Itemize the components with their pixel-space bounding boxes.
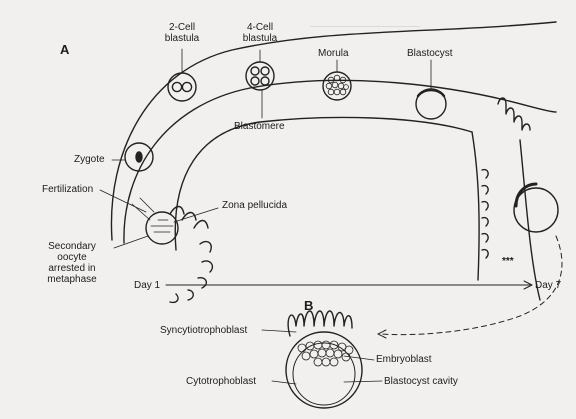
label-zona-pellucida: Zona pellucida [222,200,287,211]
implanting-blastocyst [514,188,558,232]
tube-inner-wall [124,80,556,243]
label-stars: *** [502,256,514,267]
morula [323,72,351,100]
label-fertilization: Fertilization [42,184,93,195]
label-day-1: Day 1 [134,280,160,291]
uterine-wall-outer [520,140,540,300]
label-morula: Morula [318,48,349,59]
label-2-cell-blastula: 2-Cell blastula [160,22,204,44]
label-blastocyst-cavity: Blastocyst cavity [384,376,458,387]
label-secondary-oocyte: Secondary oocyte arrested in metaphase [36,241,108,285]
label-4-cell-blastula: 4-Cell blastula [238,22,282,44]
label-blastomere: Blastomere [234,121,285,132]
panel-b-letter: B [304,298,313,313]
tube-lumen-line [175,117,472,250]
label-embryoblast: Embryoblast [376,354,432,365]
label-blastocyst: Blastocyst [407,48,453,59]
panel-a-letter: A [60,42,69,57]
label-cytotrophoblast: Cytotrophoblast [186,376,256,387]
oocyte [146,212,178,244]
label-day-7: Day 7 [535,280,561,291]
label-zygote: Zygote [74,154,105,165]
uterine-wall-inner [472,132,479,280]
label-syncytiotrophoblast: Syncytiotrophoblast [160,325,247,336]
